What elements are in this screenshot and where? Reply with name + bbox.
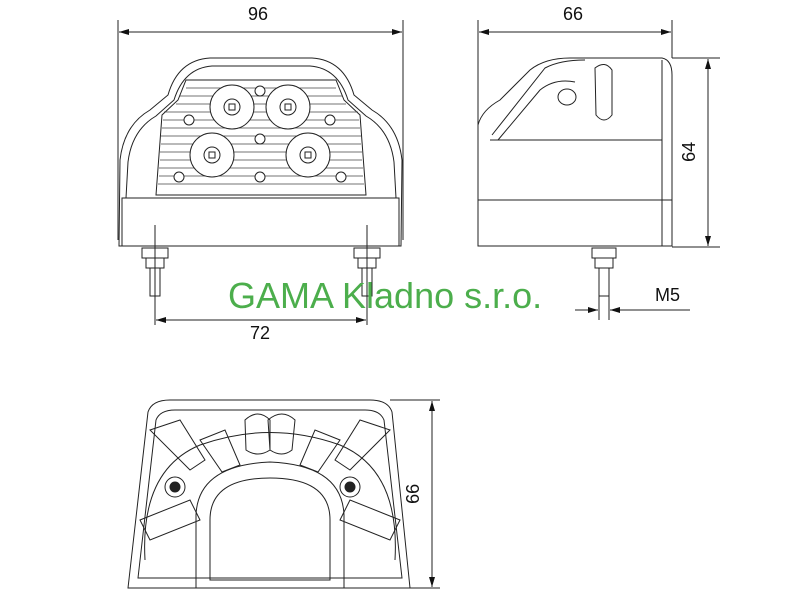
dim-label-height: 64 bbox=[679, 141, 700, 162]
bottom-body-outline bbox=[127, 399, 411, 589]
dim-label-width: 96 bbox=[248, 4, 269, 24]
dim-label-stud-spacing: 72 bbox=[250, 323, 271, 343]
mount-hole-right bbox=[339, 476, 361, 498]
dim-label-bottom-depth: 66 bbox=[403, 483, 424, 504]
dim-label-depth: 66 bbox=[563, 4, 584, 24]
dim-label-thread: M5 bbox=[655, 285, 681, 305]
mount-hole-left bbox=[164, 476, 186, 498]
bottom-center-arch bbox=[209, 477, 331, 581]
bottom-view bbox=[127, 399, 440, 589]
company-watermark: GAMA Kladno s.r.o. bbox=[228, 275, 543, 316]
side-body-outline bbox=[477, 57, 673, 247]
lens-area bbox=[155, 79, 367, 196]
front-base bbox=[121, 197, 400, 247]
front-body-outline bbox=[118, 57, 403, 247]
front-view bbox=[117, 20, 404, 325]
led-lenses bbox=[173, 84, 347, 183]
side-view bbox=[477, 20, 720, 320]
bottom-ribs bbox=[139, 413, 401, 541]
